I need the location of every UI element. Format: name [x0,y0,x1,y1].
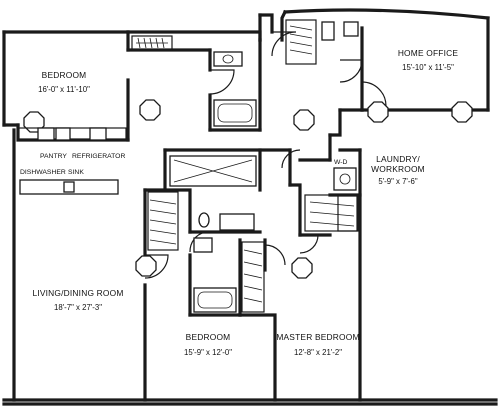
laundry-dims: 5'-9" x 7'-6" [378,177,418,186]
home-office-dims: 15'-10" x 11'-5" [402,63,454,72]
column-office-west [367,101,389,123]
toilet-office [321,21,335,41]
column-living [135,255,157,277]
column-master [291,257,313,279]
bedroom-s-dims: 15'-9" x 12'-0" [184,348,232,357]
toilet-hall [198,212,210,228]
sink-label: SINK [68,169,84,176]
door-swings [144,31,387,279]
column-office-east [451,101,473,123]
fixture-labels: PANTRY REFRIGERATOR DISHWASHER SINK W-D [20,153,348,176]
master-bedroom-name: MASTER BEDROOM [276,332,359,342]
master-bedroom-dims: 12'-8" x 21'-2" [294,348,342,357]
washer-dryer-label: W-D [334,159,348,166]
bedroom-nw-dims: 16'-0" x 11'-10" [38,85,90,94]
closets [131,19,359,313]
living-dining-dims: 18'-7" x 27'-3" [54,303,102,312]
kitchen [17,127,357,195]
refrigerator-label: REFRIGERATOR [72,153,125,160]
pantry-label: PANTRY [40,153,67,160]
laundry-name-1: LAUNDRY/ [376,154,420,164]
laundry-name-2: WORKROOM [371,164,425,174]
column-bedroom [139,99,161,121]
room-labels: BEDROOM 16'-0" x 11'-10" HOME OFFICE 15'… [32,48,458,357]
washer-dryer-unit [333,167,357,191]
bath-fixtures [169,21,359,313]
interior-walls [16,38,362,402]
structural-columns [23,99,473,279]
dishwasher-label: DISHWASHER [20,169,66,176]
vanity-nw [213,51,243,67]
column-hall [293,109,315,131]
bedroom-s-name: BEDROOM [186,332,231,342]
home-office-name: HOME OFFICE [398,48,459,58]
vanity-south [193,237,213,253]
bedroom-nw-name: BEDROOM [42,70,87,80]
living-dining-name: LIVING/DINING ROOM [32,288,123,298]
